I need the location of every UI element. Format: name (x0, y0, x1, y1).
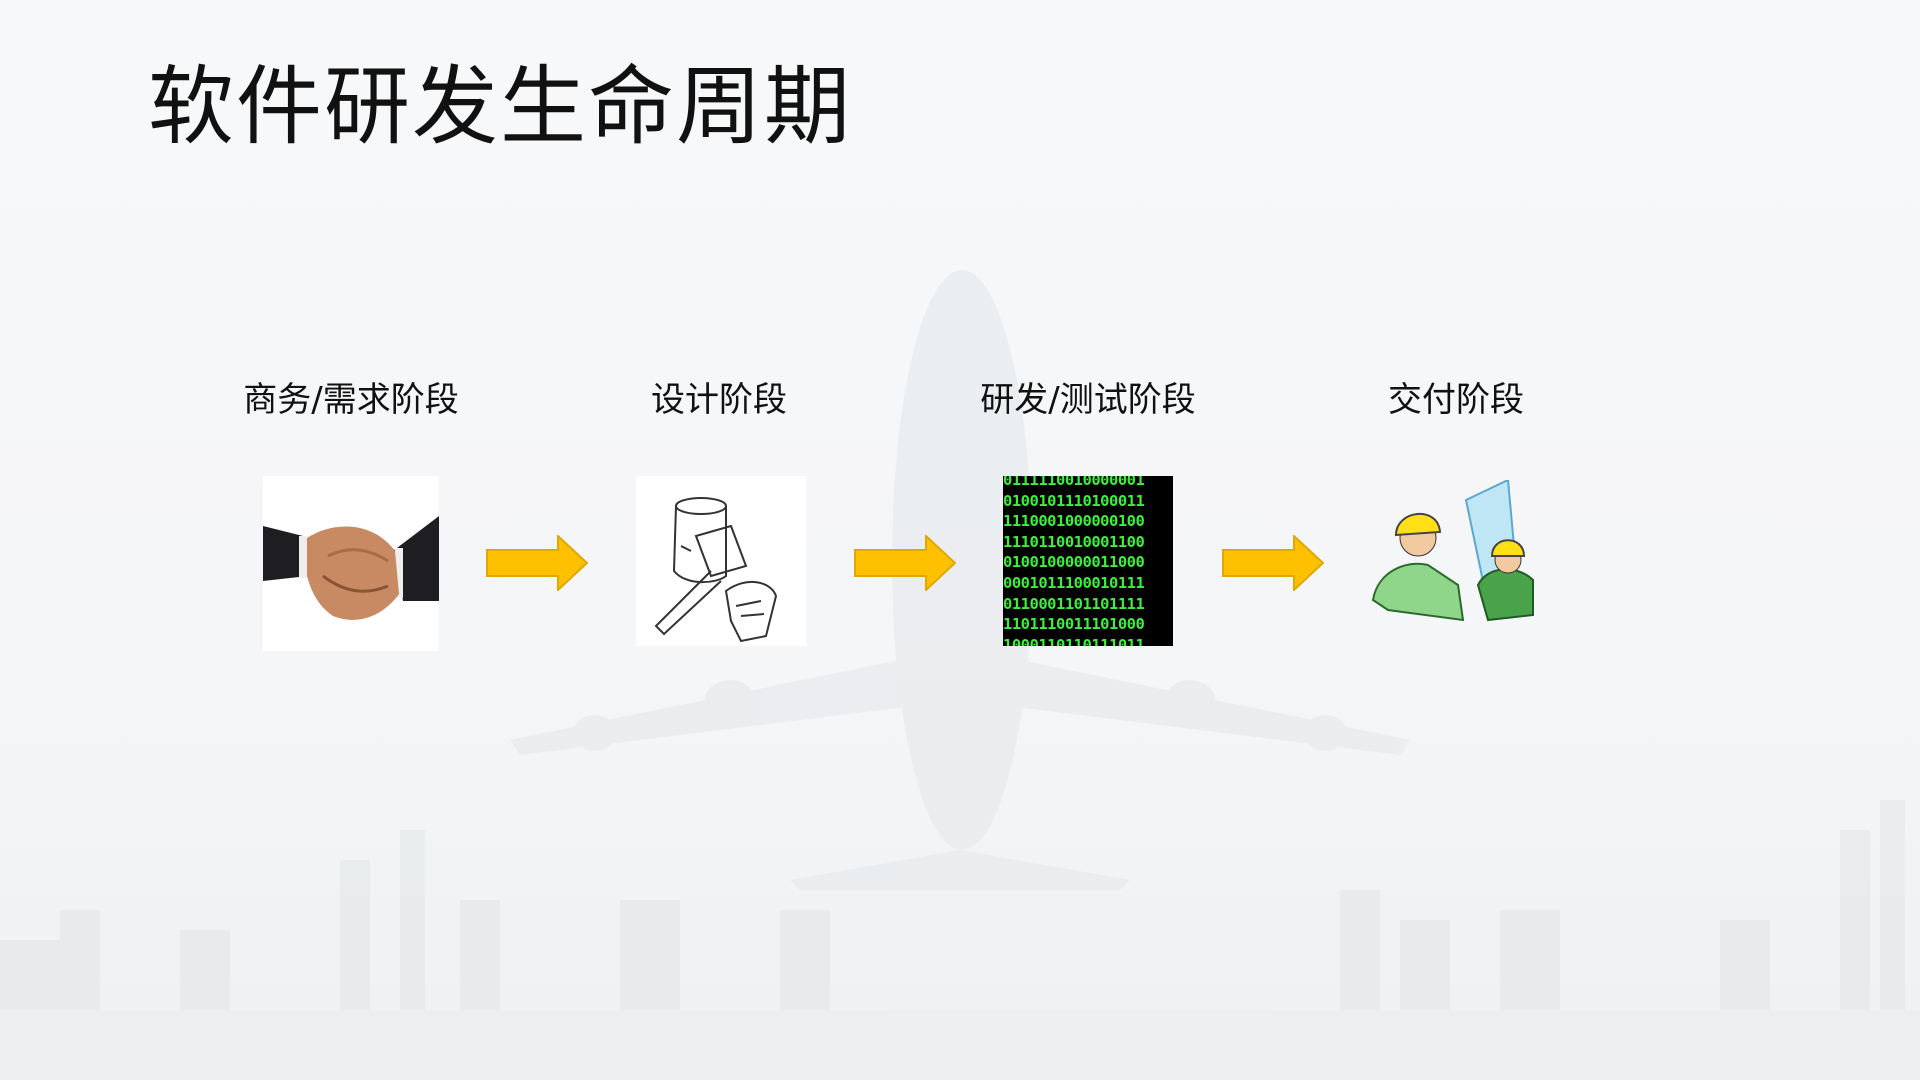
binary-line: 1101110011101000 (1003, 615, 1145, 634)
binary-line: 0001011100010111 (1003, 573, 1145, 592)
engineers-blueprint-image (1368, 478, 1538, 640)
slide-title: 软件研发生命周期 (148, 57, 852, 157)
sketch-tools-image (636, 476, 806, 646)
binary-line: 1110110010001100 (1003, 532, 1145, 551)
binary-line: 1110001000000100 (1003, 512, 1145, 531)
binary-code-image: 0111110010000001 0100101110100011 11100010… (1003, 476, 1173, 646)
arrow-right-icon (486, 535, 588, 591)
stage-label-delivery: 交付阶段 (1388, 380, 1524, 420)
stage-label-design: 设计阶段 (651, 380, 787, 420)
binary-line: 0100100000011000 (1003, 553, 1145, 572)
handshake-image (263, 476, 439, 651)
arrow-right-icon (854, 535, 956, 591)
binary-line: 0110001101101111 (1003, 594, 1145, 613)
stage-label-business: 商务/需求阶段 (243, 380, 459, 420)
binary-line: 1000110110111011 (1003, 635, 1145, 646)
binary-line: 0100101110100011 (1003, 491, 1145, 510)
arrow-right-icon (1222, 535, 1324, 591)
binary-line: 0111110010000001 (1003, 476, 1145, 489)
stage-label-dev-test: 研发/测试阶段 (980, 380, 1196, 420)
